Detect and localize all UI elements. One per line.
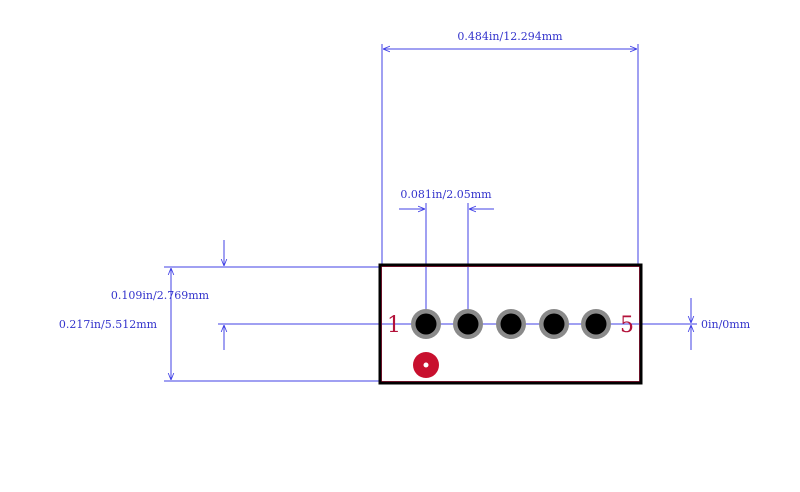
pin-pitch-label: 0.081in/2.05mm [400,188,492,201]
pad-hole [415,313,437,335]
pad-1 [411,309,441,339]
pin-1-marker-icon [413,352,439,378]
pad-hole [500,313,522,335]
last-pin-label: 5 [620,313,634,338]
overall-width-label: 0.484in/12.294mm [457,30,563,43]
pad-hole [543,313,565,335]
pad-3 [496,309,526,339]
offset-label: 0in/0mm [701,318,751,331]
pad-hole [457,313,479,335]
pad-2 [453,309,483,339]
overall-height-label: 0.217in/5.512mm [59,318,158,331]
pad-5 [581,309,611,339]
half-height-label: 0.109in/2.769mm [111,289,210,302]
component-body-outline [378,263,643,385]
pad-4 [539,309,569,339]
pad-row [411,309,611,339]
first-pin-label: 1 [387,313,401,338]
pad-hole [585,313,607,335]
